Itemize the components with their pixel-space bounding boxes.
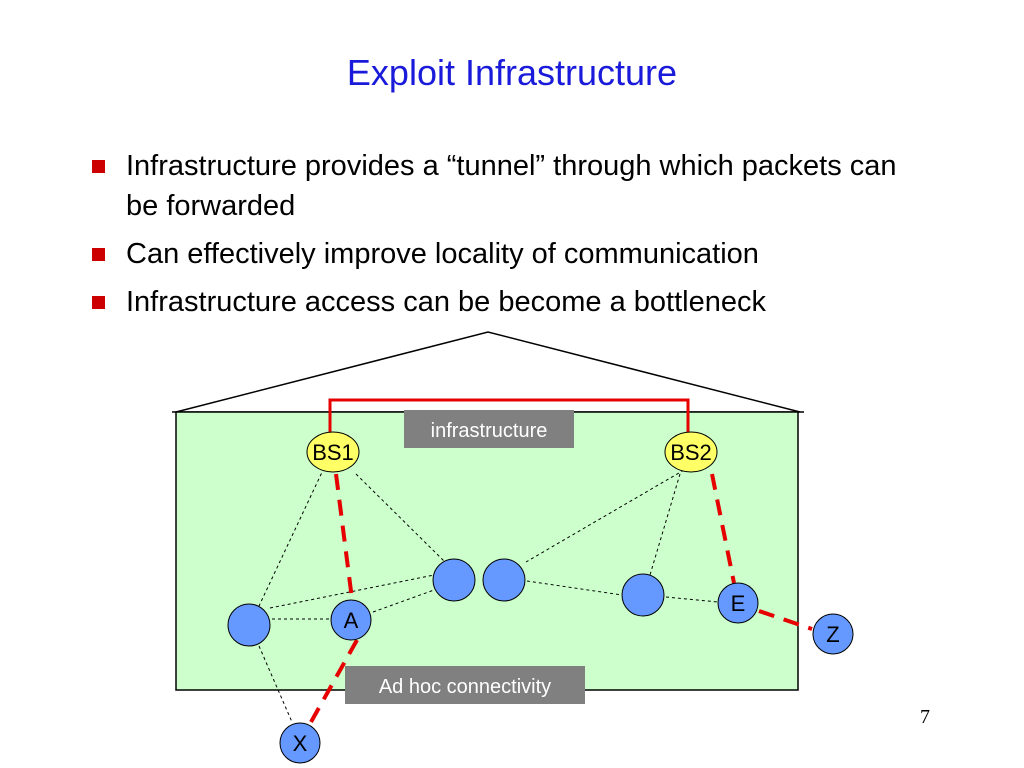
node-e — [717, 582, 759, 624]
adhoc-link — [525, 469, 685, 563]
bullet-text: Infrastructure access can be become a bo… — [126, 286, 766, 318]
node-z-label: Z — [826, 622, 839, 647]
adhoc-links — [258, 467, 719, 723]
routing-path — [309, 473, 813, 723]
infrastructure-label: infrastructure — [431, 420, 548, 442]
roof-outline — [175, 331, 801, 413]
square-bullet-icon — [92, 248, 105, 261]
square-bullet-icon — [92, 160, 105, 173]
mobile-node — [621, 573, 665, 617]
node-a-label: A — [344, 608, 359, 633]
slide-title: Exploit Infrastructure — [346, 52, 678, 93]
base-station-bs2 — [664, 431, 718, 473]
bs2-label: BS2 — [670, 440, 712, 465]
page-number: 7 — [920, 706, 930, 728]
node-x-label: X — [293, 731, 308, 756]
infrastructure-link — [328, 398, 690, 440]
node-x — [279, 722, 321, 764]
bullet-text: Infrastructure provides a “tunnel” throu… — [126, 150, 897, 222]
route-segment — [710, 473, 736, 584]
route-segment — [309, 639, 359, 723]
mobile-node — [227, 603, 271, 647]
node-e-label: E — [731, 591, 746, 616]
bullet-list: Infrastructure provides a “tunnel” throu… — [90, 146, 910, 330]
mobile-node — [432, 558, 476, 602]
adhoc-connectivity-label: Ad hoc connectivity — [379, 676, 551, 698]
route-segment — [334, 473, 354, 600]
adhoc-link — [665, 596, 719, 603]
bullet-text: Can effectively improve locality of comm… — [126, 238, 759, 270]
square-bullet-icon — [92, 296, 105, 309]
adhoc-link — [526, 580, 623, 596]
mobile-node — [482, 558, 526, 602]
bs1-label: BS1 — [312, 440, 354, 465]
adhoc-link — [372, 589, 435, 613]
node-z — [812, 613, 854, 655]
adhoc-label-box — [345, 666, 585, 704]
bullet-item: Infrastructure access can be become a bo… — [90, 282, 910, 322]
base-station-bs1 — [306, 431, 360, 473]
route-segment — [758, 609, 813, 631]
adhoc-link — [258, 645, 293, 723]
node-a — [330, 599, 372, 641]
infrastructure-label-box — [404, 410, 574, 448]
bullet-item: Can effectively improve locality of comm… — [90, 234, 910, 274]
adhoc-link — [258, 467, 325, 607]
adhoc-link — [269, 574, 435, 609]
bullet-item: Infrastructure provides a “tunnel” throu… — [90, 146, 910, 226]
